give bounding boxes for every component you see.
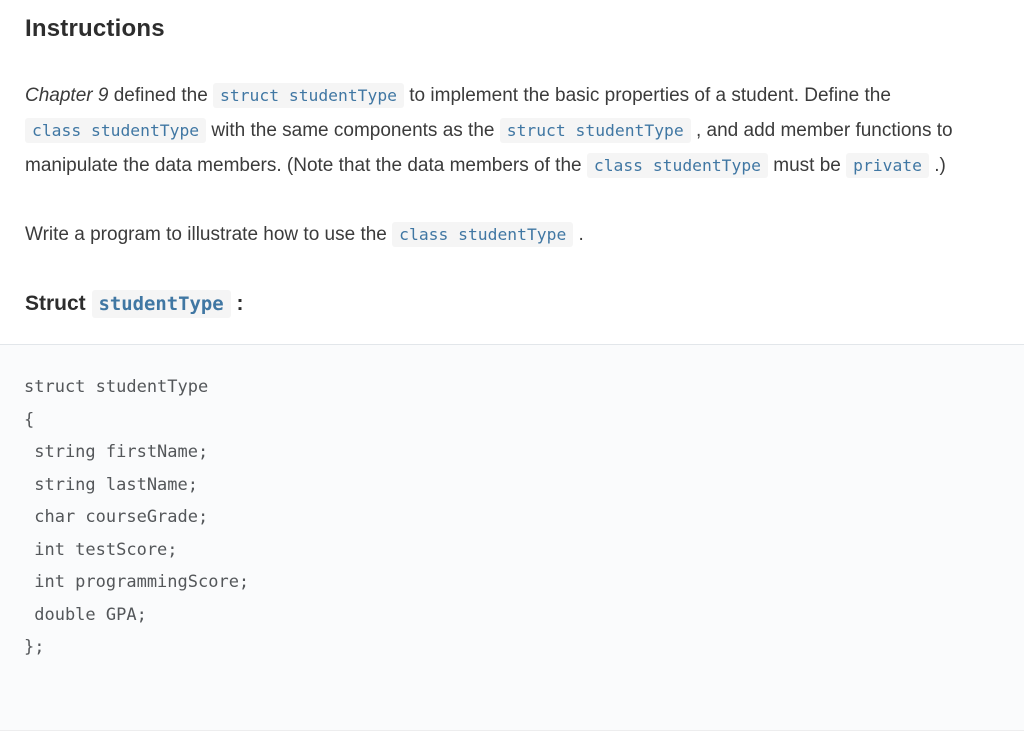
instructions-paragraph-1: Chapter 9 defined the struct studentType… [25,83,953,178]
inline-code: struct studentType [213,83,404,108]
instructions-paragraph-2: Write a program to illustrate how to use… [25,222,584,247]
page-title: Instructions [25,15,165,42]
inline-code: class studentType [25,118,207,143]
inline-code: private [846,153,929,178]
inline-code: studentType [91,290,231,318]
struct-subheading: Struct studentType : [25,289,999,319]
instructions-content: Instructions Chapter 9 defined the struc… [0,0,1024,319]
italic-text: Chapter 9 [25,85,109,106]
inline-code: class studentType [392,222,574,247]
code-section: struct studentType { string firstName; s… [0,344,1024,731]
inline-code: struct studentType [499,118,691,143]
code-block: struct studentType { string firstName; s… [0,345,1024,664]
code-block-text: struct studentType { string firstName; s… [24,377,250,657]
inline-code: class studentType [586,153,768,178]
